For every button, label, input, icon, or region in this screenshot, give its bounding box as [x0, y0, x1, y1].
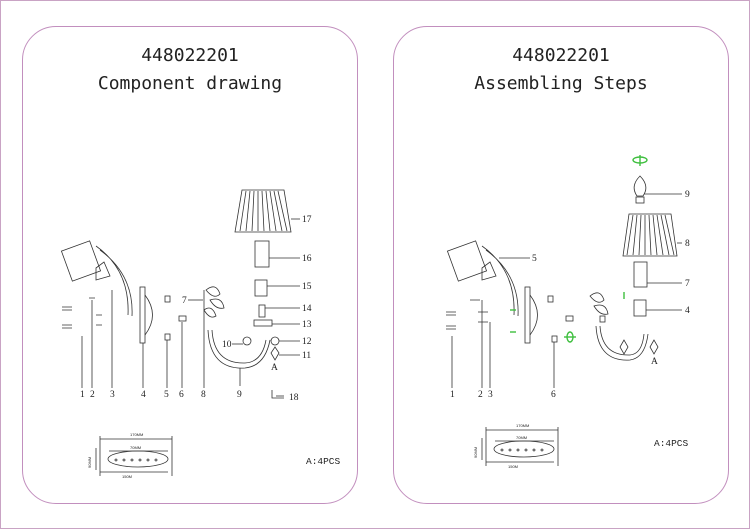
holder-drawing — [254, 279, 268, 297]
part-label: 15 — [302, 282, 312, 292]
part-label: 1 — [80, 390, 85, 400]
part-label: 5 — [532, 254, 537, 264]
arm-drawing — [207, 329, 271, 369]
dimension-label: 70MM — [130, 445, 141, 450]
dimension-label: 150M — [508, 464, 518, 469]
part-label: 7 — [685, 279, 690, 289]
dimension-label: 150M — [122, 474, 132, 479]
part-label: 4 — [685, 306, 690, 316]
dimension-label: 170MM — [516, 423, 529, 428]
part-label: 1 — [450, 390, 455, 400]
backplate-drawing — [139, 286, 146, 344]
part-label: 3 — [488, 390, 493, 400]
part-label: 10 — [222, 340, 232, 350]
model-number: 448022201 — [512, 45, 610, 66]
assembling-steps-panel: 448022201 Assembling Steps — [393, 26, 729, 504]
part-label: 9 — [237, 390, 242, 400]
part-label: 5 — [164, 390, 169, 400]
bracket-drawing — [60, 240, 102, 282]
part-label: 18 — [289, 393, 299, 403]
part-label: 17 — [302, 215, 312, 225]
part-label: 2 — [478, 390, 483, 400]
part-label: 16 — [302, 254, 312, 264]
tube-drawing — [254, 240, 270, 268]
part-label: 6 — [179, 390, 184, 400]
panel-title: Component drawing — [97, 73, 283, 94]
dimension-diagram — [95, 436, 173, 476]
part-label: 8 — [685, 239, 690, 249]
part-label: 12 — [302, 337, 312, 347]
part-label: 6 — [551, 390, 556, 400]
dimension-label: 170MM — [130, 432, 143, 437]
panel-title: Assembling Steps — [474, 73, 648, 94]
assembly-arrows — [510, 155, 648, 343]
component-drawing-panel: 448022201 Component drawing — [22, 26, 358, 504]
dimension-label: 70MM — [516, 435, 527, 440]
dimension-label: 90MM — [473, 447, 478, 458]
quantity-note: A:4PCS — [306, 456, 341, 467]
part-label: 9 — [685, 190, 690, 200]
part-label: 14 — [302, 304, 312, 314]
part-label: 7 — [182, 296, 187, 306]
part-label: 11 — [302, 351, 311, 361]
part-label: 3 — [110, 390, 115, 400]
model-number: 448022201 — [141, 45, 239, 66]
part-label: 13 — [302, 320, 312, 330]
part-label: 8 — [201, 390, 206, 400]
bulb-drawing — [633, 175, 682, 204]
lampshade-drawing — [234, 189, 300, 233]
crystal-label: A — [651, 357, 658, 367]
part-label: 4 — [141, 390, 146, 400]
dimension-label: 90MM — [87, 457, 92, 468]
crystal-label: A — [271, 363, 278, 373]
part-label: 2 — [90, 390, 95, 400]
quantity-note: A:4PCS — [654, 438, 689, 449]
